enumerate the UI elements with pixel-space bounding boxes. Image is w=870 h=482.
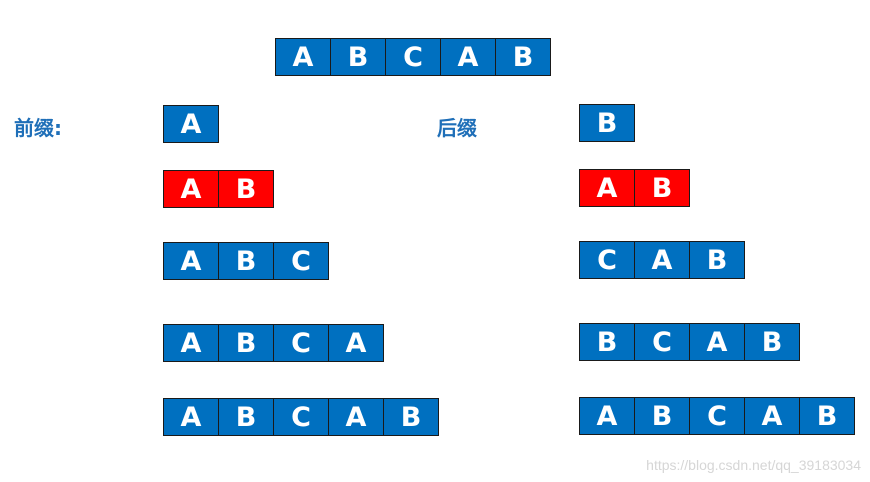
prefix-4-cell-3: C (273, 324, 329, 362)
prefix-5-cell-1: A (163, 398, 219, 436)
main-string-cell-1: A (275, 38, 331, 76)
prefix-2-cell-1: A (163, 170, 219, 208)
suffix-label: 后缀 (437, 116, 477, 140)
suffix-5-cell-3: C (689, 397, 745, 435)
prefix-4-cell-2: B (218, 324, 274, 362)
prefix-1-cell-1: A (163, 105, 219, 143)
prefix-5-cell-3: C (273, 398, 329, 436)
watermark: https://blog.csdn.net/qq_39183034 (646, 457, 861, 473)
prefix-3-cell-3: C (273, 242, 329, 280)
prefix-2-cell-2: B (218, 170, 274, 208)
suffix-4-cell-2: C (634, 323, 690, 361)
main-string-cell-4: A (440, 38, 496, 76)
suffix-4-cell-4: B (744, 323, 800, 361)
prefix-5-cell-4: A (328, 398, 384, 436)
prefix-label: 前缀: (14, 116, 62, 140)
main-string-cell-3: C (385, 38, 441, 76)
prefix-5-cell-5: B (383, 398, 439, 436)
suffix-4-cell-1: B (579, 323, 635, 361)
suffix-2-cell-2: B (634, 169, 690, 207)
suffix-3-cell-1: C (579, 241, 635, 279)
prefix-4-cell-1: A (163, 324, 219, 362)
prefix-3-cell-1: A (163, 242, 219, 280)
prefix-5-cell-2: B (218, 398, 274, 436)
prefix-4-cell-4: A (328, 324, 384, 362)
suffix-5-cell-2: B (634, 397, 690, 435)
suffix-row-1: B (579, 104, 635, 142)
suffix-5-cell-1: A (579, 397, 635, 435)
main-string-cell-5: B (495, 38, 551, 76)
suffix-4-cell-3: A (689, 323, 745, 361)
suffix-2-cell-1: A (579, 169, 635, 207)
prefix-3-cell-2: B (218, 242, 274, 280)
suffix-1-cell-1: B (579, 104, 635, 142)
suffix-3-cell-2: A (634, 241, 690, 279)
suffix-3-cell-3: B (689, 241, 745, 279)
suffix-5-cell-4: A (744, 397, 800, 435)
main-string-cell-2: B (330, 38, 386, 76)
suffix-5-cell-5: B (799, 397, 855, 435)
prefix-row-1: A (163, 105, 219, 143)
